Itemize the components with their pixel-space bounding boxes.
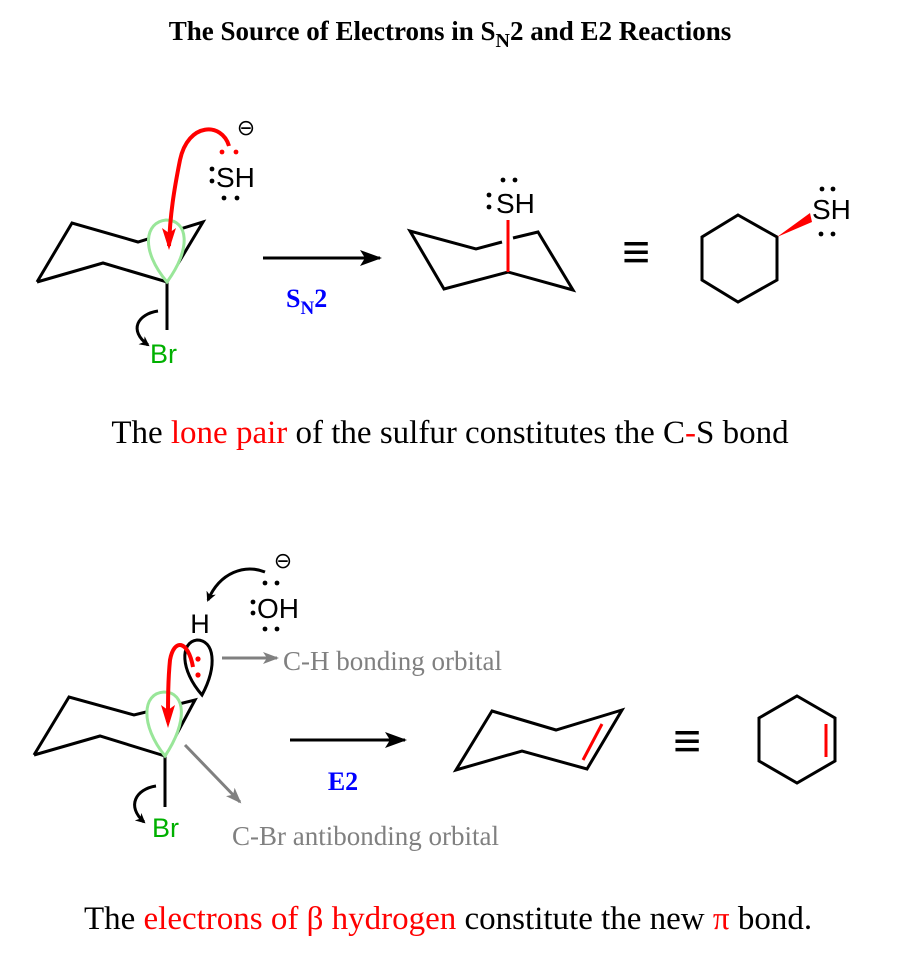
- sn2-caption: The lone pair of the sulfur constitutes …: [111, 415, 789, 451]
- product-sh-label: SH: [496, 188, 535, 219]
- leaving-group-arrow: [133, 784, 157, 824]
- e2-caption: The electrons of β hydrogen constitute t…: [84, 901, 812, 937]
- sulfide-nucleophile: ⊖ SH: [209, 115, 255, 201]
- c-br-antibonding-orbital: [147, 218, 186, 285]
- nucleophile-attack-arrow: [167, 127, 231, 247]
- new-pi-bond: [581, 723, 604, 761]
- cbr-orbital-annotation: C-Br antibonding orbital: [232, 821, 499, 851]
- sh-label: SH: [216, 162, 255, 193]
- sn2-reactant-chair: [35, 218, 207, 330]
- e2-product-chair: [452, 707, 626, 773]
- leaving-group-arrow: [135, 309, 159, 347]
- wedge-bond: [777, 213, 812, 237]
- page-title: The Source of Electrons in SN2 and E2 Re…: [169, 16, 732, 52]
- e2-reactant-chair: H: [32, 609, 214, 807]
- red-arrowhead: [161, 705, 175, 728]
- c-br-antibonding-orbital: [145, 690, 183, 759]
- e2-product-flat: [757, 694, 837, 785]
- hydroxide-base: ⊖ OH: [250, 548, 299, 632]
- base-attack-arrow: [206, 567, 266, 602]
- negative-charge-icon: ⊖: [237, 115, 255, 140]
- flat-sh-label: SH: [812, 194, 851, 225]
- bromine-label: Br: [152, 813, 179, 843]
- cbr-orbital-pointer-arrow: [183, 743, 242, 804]
- equivalence-symbol: ≡: [673, 715, 701, 768]
- ch-orbital-annotation: C-H bonding orbital: [283, 646, 502, 676]
- equivalence-symbol: ≡: [622, 226, 650, 279]
- red-arrowhead: [162, 228, 176, 250]
- bromine-label: Br: [150, 339, 177, 369]
- oh-label: OH: [257, 593, 299, 624]
- sn2-product-chair: SH: [406, 177, 577, 293]
- sn2-label: SN2: [286, 284, 327, 319]
- beta-hydrogen-label: H: [190, 609, 210, 639]
- c-h-bonding-orbital: [183, 638, 214, 698]
- negative-charge-icon: ⊖: [274, 548, 292, 573]
- electron-shift-arrow: [166, 643, 195, 723]
- e2-label: E2: [328, 767, 358, 796]
- sn2-product-flat: SH: [700, 186, 851, 304]
